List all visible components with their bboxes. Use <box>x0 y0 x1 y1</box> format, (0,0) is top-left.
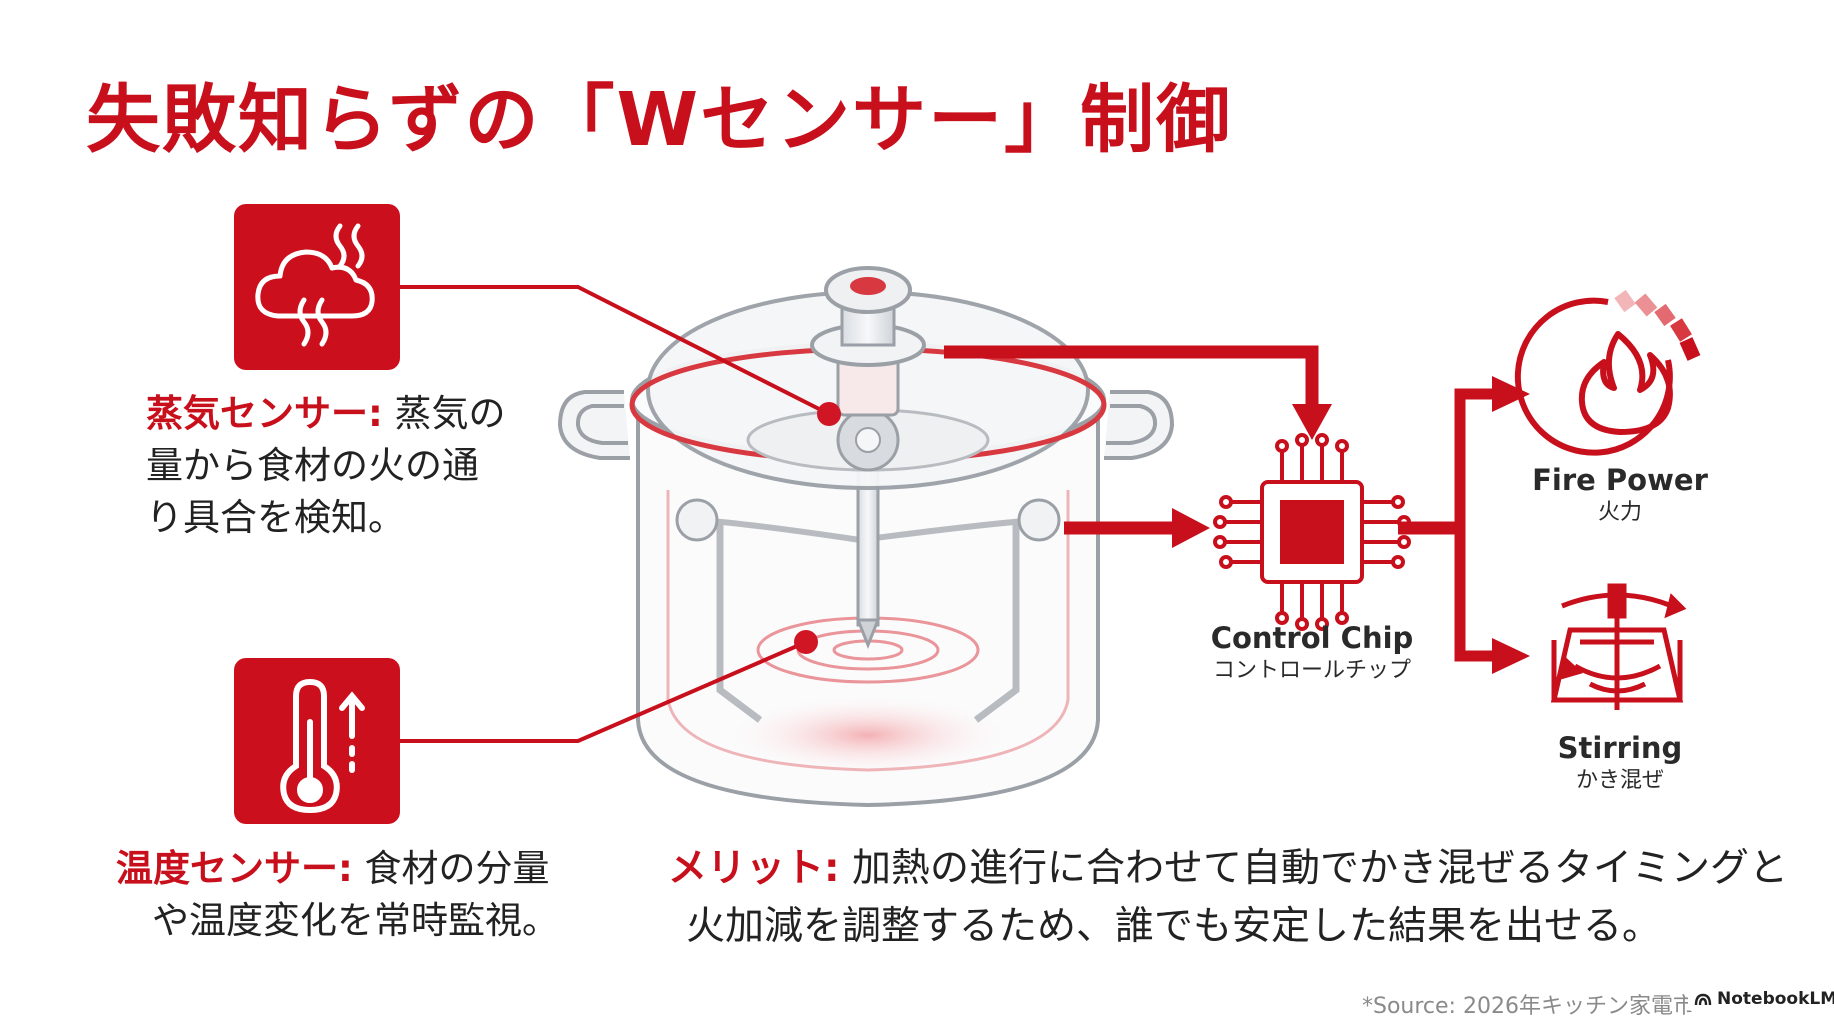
fire-power-label-ja: 火力 <box>1597 500 1642 525</box>
fire-power-label: Fire Power 火力 <box>1520 462 1720 528</box>
thermometer-rising-icon <box>280 678 365 814</box>
pot-lid <box>629 266 1107 490</box>
notebooklm-logo-icon <box>1694 993 1712 1006</box>
merit-description: メリット: 加熱の進行に合わせて自動でかき混ぜるタイミングと 火加減を調整するた… <box>668 840 1788 956</box>
merit-line1: 加熱の進行に合わせて自動でかき混ぜるタイミングと <box>839 846 1789 891</box>
badge-label: NotebookLM <box>1717 989 1834 1009</box>
stirring-label-en: Stirring <box>1557 731 1683 765</box>
temp-sensor-connector <box>400 641 805 743</box>
notebooklm-badge: NotebookLM <box>1688 987 1834 1011</box>
control-chip-label: Control Chip コントロールチップ <box>1200 620 1424 686</box>
stirring-label-ja: かき混ぜ <box>1575 768 1664 793</box>
control-chip-label-en: Control Chip <box>1210 621 1414 655</box>
pot-body <box>636 418 1100 808</box>
pot-handle-left <box>557 390 630 460</box>
chip-to-outputs-arrow <box>1398 376 1530 674</box>
merit-label: メリット: <box>668 846 840 891</box>
steam-sensor-label: 蒸気センサー: <box>146 392 383 435</box>
steam-sensor-line2: 量から食材の火の通 <box>146 444 479 487</box>
temp-sensor-icon-box <box>234 658 400 824</box>
steam-cloud-icon <box>255 223 375 347</box>
flame-gauge-icon <box>1514 289 1701 456</box>
temp-sensor-point <box>794 630 818 654</box>
stirring-label: Stirring かき混ぜ <box>1520 730 1720 796</box>
steam-sensor-line1: 蒸気の <box>382 392 506 435</box>
control-chip-label-ja: コントロールチップ <box>1212 658 1411 683</box>
temp-sensor-description: 温度センサー: 食材の分量 や温度変化を常時監視。 <box>116 843 559 947</box>
merit-line2: 火加減を調整するため、誰でも安定した結果を出せる。 <box>686 904 1662 949</box>
microchip-icon <box>1213 433 1411 631</box>
steam-sensor-connector <box>400 285 828 415</box>
temp-sensor-label: 温度センサー: <box>116 847 353 890</box>
page-title: 失敗知らずの「Wセンサー」制御 <box>86 77 1233 163</box>
lid-to-chip-arrow <box>944 345 1332 440</box>
body-to-chip-arrow <box>1064 508 1210 548</box>
temp-sensor-line1: 食材の分量 <box>352 847 550 890</box>
steam-sensor-icon-box <box>234 204 400 370</box>
steam-sensor-description: 蒸気センサー: 蒸気の 量から食材の火の通 り具合を検知。 <box>146 388 506 544</box>
stirring-paddle-icon <box>1550 583 1687 710</box>
steam-sensor-point <box>817 402 841 426</box>
steam-sensor-line3: り具合を検知。 <box>146 496 405 539</box>
fire-power-label-en: Fire Power <box>1532 463 1708 497</box>
pot-handle-right <box>1104 390 1175 460</box>
source-note: *Source: 2026年キッチン家電市 <box>1362 994 1695 1019</box>
temp-sensor-line2: や温度変化を常時監視。 <box>152 899 559 942</box>
